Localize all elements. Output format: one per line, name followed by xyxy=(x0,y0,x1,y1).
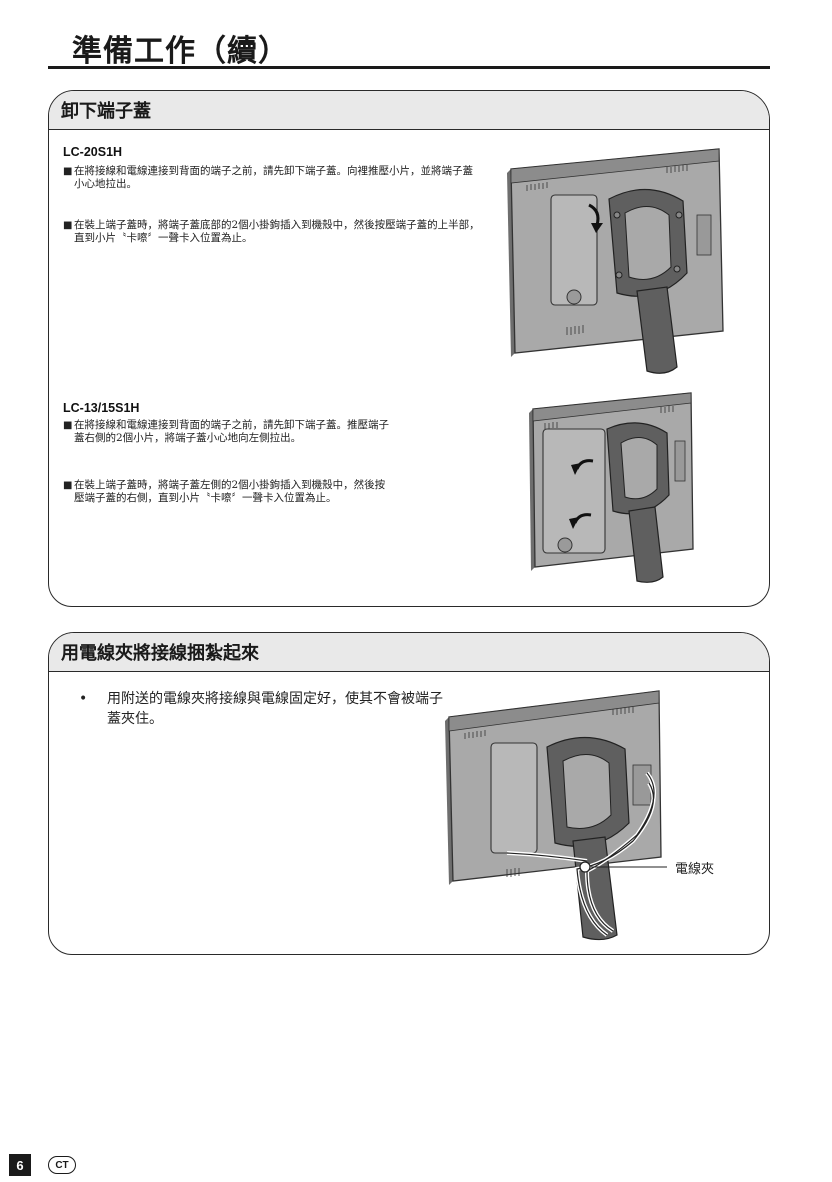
instruction-item: ■ 在裝上端子蓋時，將端子蓋底部的2個小掛鉤插入到機殼中，然後按壓端子蓋的上半部… xyxy=(63,219,485,245)
instruction-item: ■ 在將接線和電線連接到背面的端子之前，請先卸下端子蓋。向裡推壓小片，並將端子蓋… xyxy=(63,165,483,191)
tv-rear-terminal-cover-push-down-illustration xyxy=(507,148,724,374)
square-bullet-icon: ■ xyxy=(63,480,73,491)
section-title: 卸下端子蓋 xyxy=(61,101,151,122)
instruction-item: ■ 在裝上端子蓋時，將端子蓋左側的2個小掛鉤插入到機殼中，然後按壓端子蓋的右側，… xyxy=(63,479,393,505)
section-header: 用電線夾將接線捆紮起來 xyxy=(49,633,769,672)
tv-rear-terminal-cover-push-left-illustration xyxy=(529,392,694,583)
title-divider xyxy=(48,66,770,69)
section-title: 用電線夾將接線捆紮起來 xyxy=(61,643,259,664)
instruction-text: 在裝上端子蓋時，將端子蓋左側的2個小掛鉤插入到機殼中，然後按壓端子蓋的右側，直到… xyxy=(74,479,386,504)
remove-terminal-cover-section: 卸下端子蓋 LC-20S1H ■ 在將接線和電線連接到背面的端子之前，請先卸下端… xyxy=(48,90,770,607)
square-bullet-icon: ■ xyxy=(63,220,73,231)
instruction-text: 在將接線和電線連接到背面的端子之前，請先卸下端子蓋。向裡推壓小片，並將端子蓋小心… xyxy=(74,165,473,190)
instruction-text: 在裝上端子蓋時，將端子蓋底部的2個小掛鉤插入到機殼中，然後按壓端子蓋的上半部，直… xyxy=(74,219,480,244)
square-bullet-icon: ■ xyxy=(63,166,73,177)
language-badge: CT xyxy=(48,1156,76,1174)
dot-bullet-icon: • xyxy=(79,691,88,707)
page-title: 準備工作（續） xyxy=(72,34,289,69)
square-bullet-icon: ■ xyxy=(63,420,73,431)
model-name-lc13-15: LC-13/15S1H xyxy=(63,401,140,415)
tv-rear-cable-clamp-illustration xyxy=(445,690,667,941)
section-header: 卸下端子蓋 xyxy=(49,91,769,130)
cable-clamp-label: 電線夾 xyxy=(675,862,715,877)
instruction-text: 用附送的電線夾將接線與電線固定好，使其不會被端子蓋夾住。 xyxy=(107,691,443,727)
cable-clamp-section: 用電線夾將接線捆紮起來 • 用附送的電線夾將接線與電線固定好，使其不會被端子蓋夾… xyxy=(48,632,770,955)
instruction-item: • 用附送的電線夾將接線與電線固定好，使其不會被端子蓋夾住。 xyxy=(79,689,449,729)
model-name-lc20: LC-20S1H xyxy=(63,145,123,159)
instruction-item: ■ 在將接線和電線連接到背面的端子之前，請先卸下端子蓋。推壓端子蓋右側的2個小片… xyxy=(63,419,393,445)
page-number: 6 xyxy=(9,1154,31,1176)
instruction-text: 在將接線和電線連接到背面的端子之前，請先卸下端子蓋。推壓端子蓋右側的2個小片，將… xyxy=(74,419,389,444)
